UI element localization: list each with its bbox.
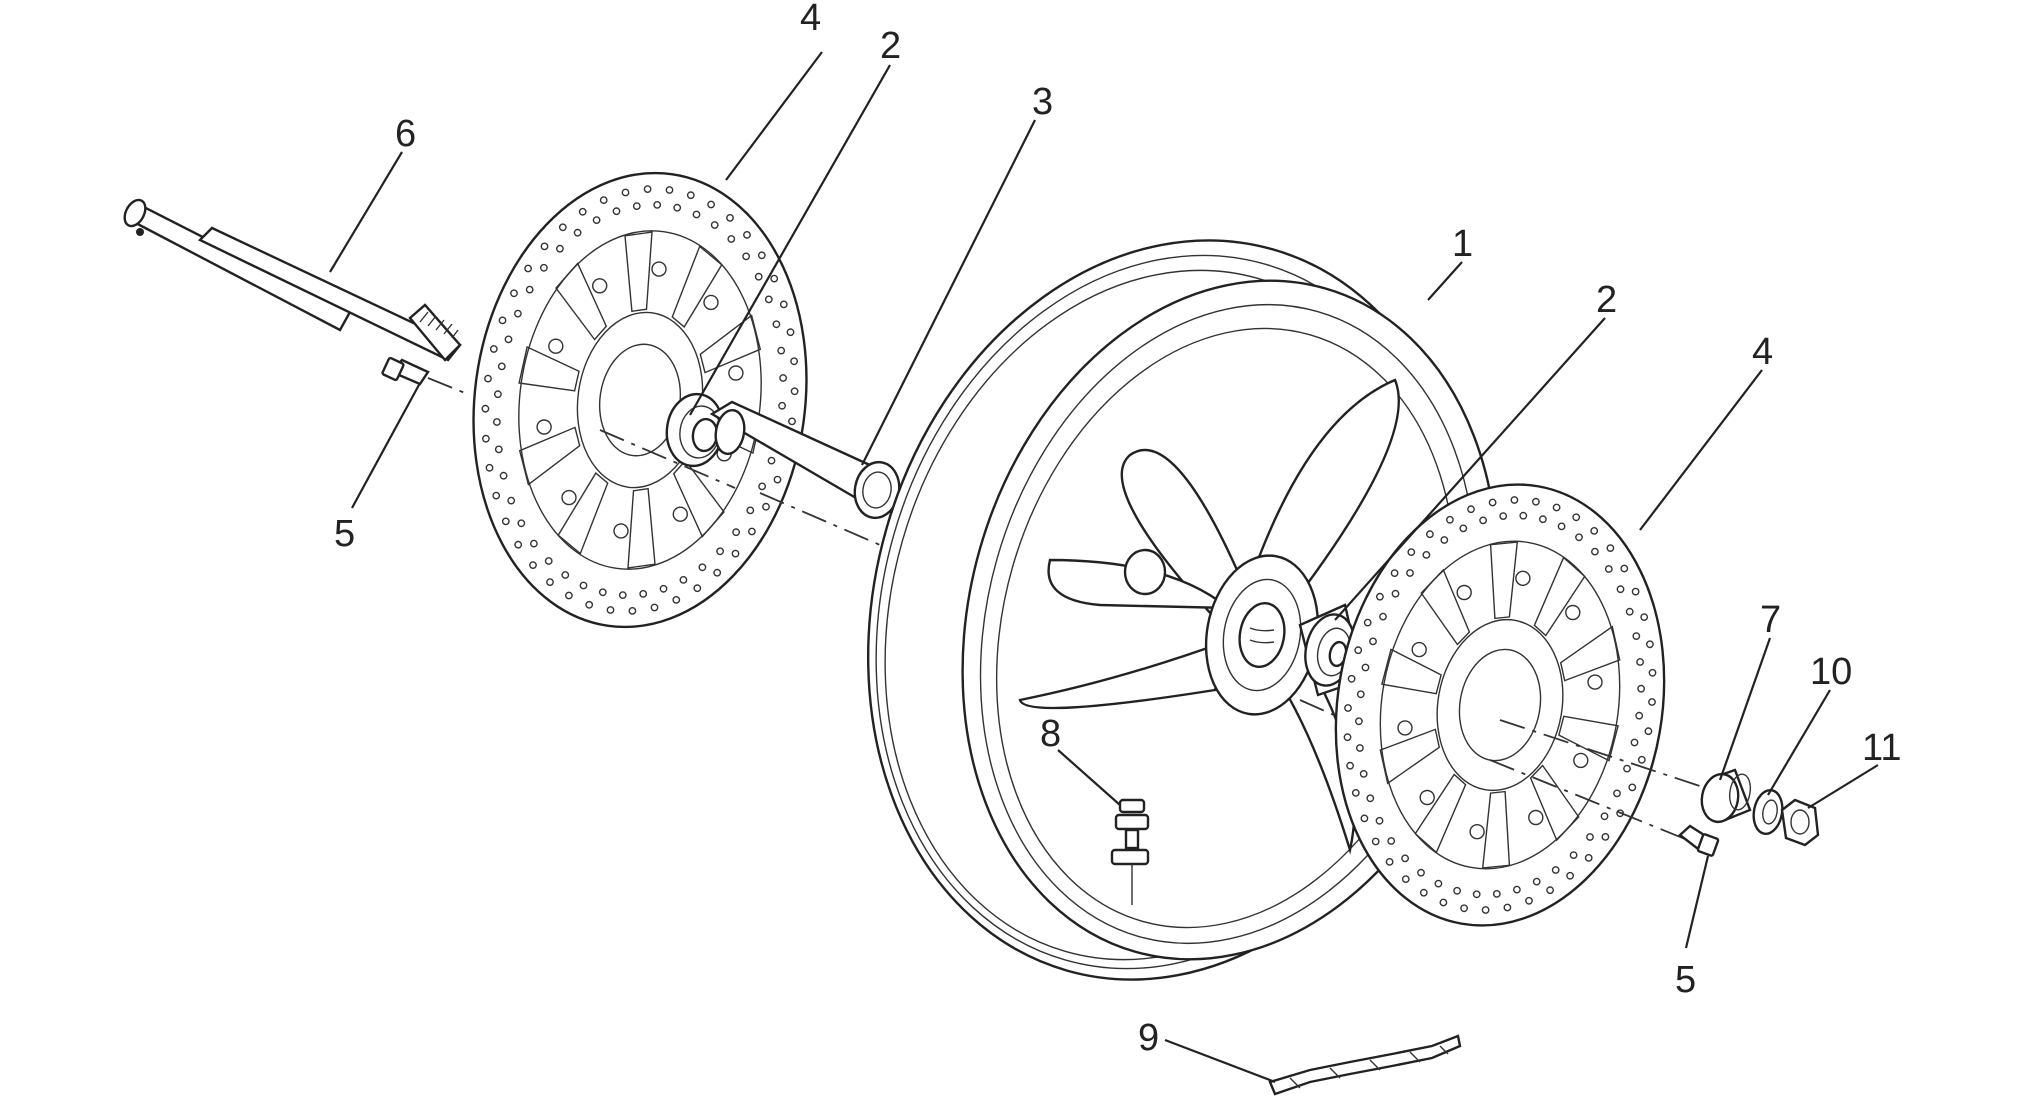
washer [1752, 788, 1784, 836]
callout-label: 1 [1452, 223, 1473, 265]
bolt-right [1678, 824, 1720, 857]
callout-label: 5 [1675, 959, 1696, 1001]
callout-label: 4 [800, 0, 821, 39]
callout-label: 8 [1040, 713, 1061, 755]
bearing-left [665, 392, 725, 468]
spacer-tube [599, 400, 901, 546]
callout-label: 2 [1596, 279, 1617, 321]
callout-label: 2 [880, 25, 901, 67]
spacer-right [1700, 768, 1752, 824]
bolt-left [381, 356, 471, 396]
brake-disc-left [472, 171, 808, 629]
axle-spindle [123, 198, 462, 362]
axle-nut [1780, 798, 1820, 847]
callout-label: 3 [1032, 81, 1053, 123]
brake-disc-right [1334, 483, 1713, 927]
callout-label: 9 [1138, 1017, 1159, 1059]
callout-label: 4 [1752, 331, 1773, 373]
tyre-valve [1110, 798, 1150, 905]
balance-weights [1268, 1034, 1462, 1096]
callout-labels: 4 2 3 6 5 1 2 4 7 10 11 8 5 9 [334, 0, 1901, 1059]
callout-label: 6 [395, 113, 416, 155]
callout-label: 10 [1810, 651, 1852, 693]
callout-label: 11 [1862, 727, 1901, 769]
callout-label: 7 [1760, 599, 1781, 641]
leader-lines [329, 51, 1879, 1084]
callout-label: 5 [334, 513, 355, 555]
